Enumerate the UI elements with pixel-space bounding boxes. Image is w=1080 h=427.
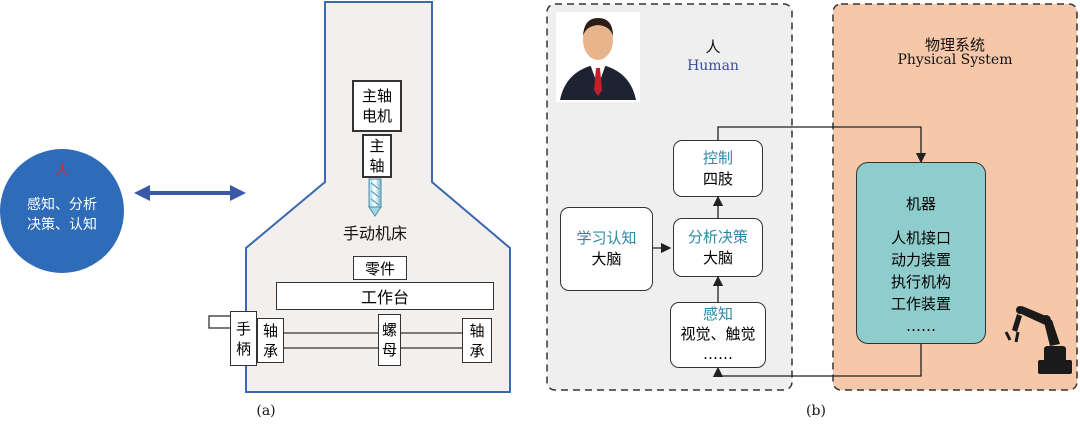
robot-arm-icon	[1004, 306, 1072, 374]
physical-cn-label: 物理系统	[924, 36, 985, 54]
control-title: 控制	[702, 149, 733, 167]
worktable-box: 工作台	[276, 282, 494, 310]
human-cn-label: 人	[705, 38, 721, 56]
analysis-sub: 大脑	[702, 249, 733, 267]
perception-more: ……	[703, 345, 733, 363]
spindle-motor-box: 主轴 电机	[352, 80, 402, 132]
perception-sub: 视觉、触觉	[680, 325, 756, 343]
machine-tool-label: 手动机床	[342, 224, 407, 243]
machine-item: 执行机构	[890, 273, 951, 291]
machine-item: 动力装置	[890, 251, 951, 269]
machine-title: 机器	[905, 195, 936, 213]
bearing-right-box: 轴 承	[462, 318, 492, 363]
person-circle	[0, 149, 124, 273]
drill-bit-icon	[368, 178, 382, 217]
learning-cognition-box: 学习认知 大脑	[560, 207, 653, 291]
handle-box: 手 柄	[230, 311, 257, 366]
person-line-2: 决策、认知	[27, 217, 97, 233]
perception-title: 感知	[702, 305, 733, 323]
part-box: 零件	[353, 256, 407, 280]
handle-tab	[208, 315, 233, 329]
control-box: 控制 四肢	[673, 140, 763, 197]
caption-a: (a)	[256, 403, 276, 419]
physical-en-label: Physical System	[897, 52, 1013, 68]
person-avatar-icon	[556, 12, 640, 102]
person-line-1: 感知、分析	[27, 197, 97, 213]
learning-sub: 大脑	[591, 250, 622, 268]
caption-b: (b)	[806, 403, 826, 419]
spindle-box: 主轴	[362, 134, 392, 178]
nut-box: 螺 母	[378, 314, 401, 366]
machine-box: 机器 人机接口 动力装置 执行机构 工作装置 ……	[856, 162, 986, 344]
machine-item: ……	[906, 317, 936, 335]
double-arrow-icon	[134, 185, 246, 201]
machine-item: 工作装置	[890, 295, 951, 313]
analysis-decision-box: 分析决策 大脑	[673, 218, 763, 277]
control-sub: 四肢	[702, 170, 733, 188]
perception-box: 感知 视觉、触觉 ……	[670, 302, 766, 368]
analysis-title: 分析决策	[687, 228, 748, 246]
machine-item: 人机接口	[890, 229, 951, 247]
person-title: 人	[55, 163, 69, 179]
bearing-left-box: 轴 承	[257, 318, 284, 363]
spindle-label: 主轴	[369, 137, 385, 175]
learning-title: 学习认知	[576, 229, 637, 247]
human-en-label: Human	[687, 58, 739, 74]
